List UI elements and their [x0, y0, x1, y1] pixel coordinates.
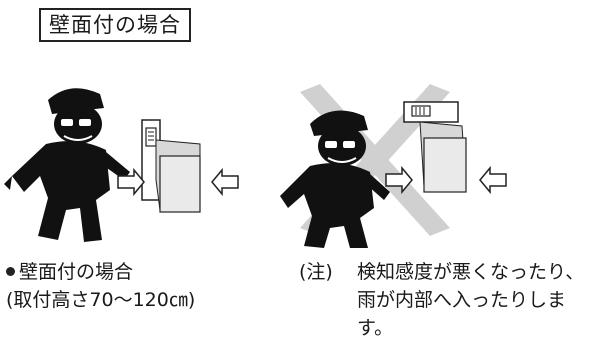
burglar-figure-left	[4, 88, 130, 242]
bullet-icon	[6, 266, 15, 276]
note-text: 検知感度が悪くなったり、雨が内部へ入ったりします。	[357, 261, 585, 339]
caption-bullet-text: 壁面付の場合	[19, 261, 134, 283]
section-title: 壁面付の場合	[39, 8, 191, 42]
arrow-right-icon	[117, 167, 145, 197]
arrow-left-icon	[479, 165, 507, 195]
arrow-left-icon	[211, 167, 239, 197]
note-label: (注)	[299, 261, 333, 283]
burglar-figure-right	[280, 110, 390, 248]
note-block: (注) 検知感度が悪くなったり、雨が内部へ入ったりします。	[299, 258, 599, 342]
arrow-right-icon	[385, 165, 413, 195]
caption-sub-text: (取付高さ70〜120㎝)	[6, 289, 196, 311]
sensor-device-right	[403, 101, 467, 193]
left-caption: 壁面付の場合 (取付高さ70〜120㎝)	[6, 258, 195, 314]
left-illustration	[4, 88, 239, 242]
sensor-device-left	[141, 119, 201, 213]
right-illustration	[280, 84, 507, 248]
